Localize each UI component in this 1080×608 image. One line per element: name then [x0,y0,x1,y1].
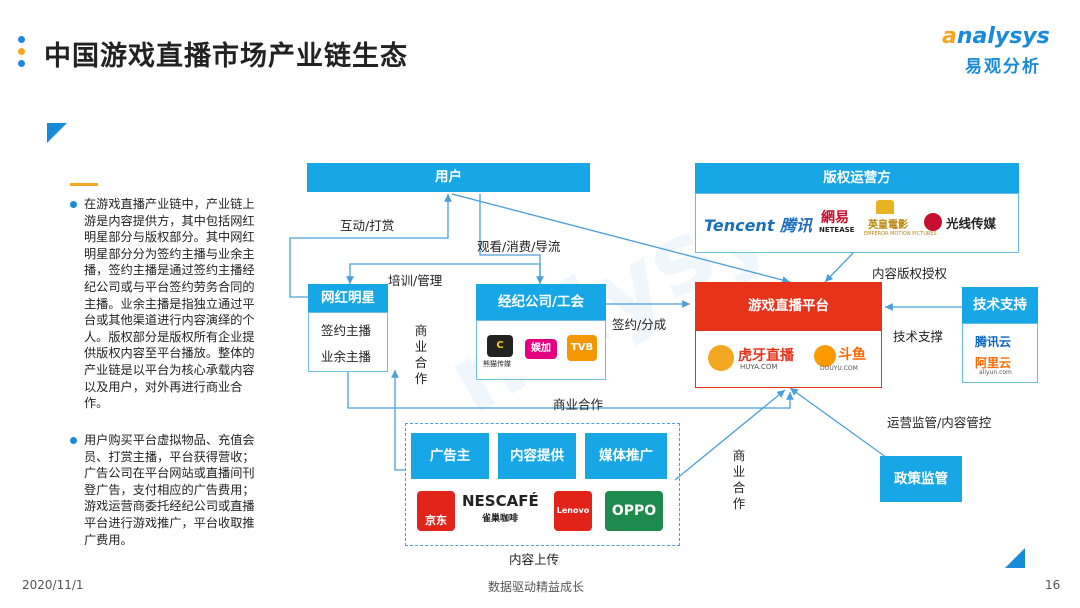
regulation-box: 政策监管 [880,456,962,502]
analysys-logo: analysys [942,24,1050,49]
label-business-coop-vertical-1: 商业合作 [414,323,428,386]
enlight-icon [924,213,942,231]
tencent-logo: Tencent 腾讯 [704,216,813,235]
tvb-logo: TVB [567,335,597,361]
paragraph-2-text: 用户购买平台虚拟物品、充值会员、打赏主播，平台获得营收；广告公司在平台网站或直播… [84,433,255,547]
footer-slogan: 数据驱动精益成长 [488,580,585,594]
page-title: 中国游戏直播市场产业链生态 [44,41,408,72]
label-interact: 互动/打赏 [340,218,395,233]
agency-logos-panel: C 熊猫传媒 娱加 TVB [476,320,606,380]
tech-logos-panel: 腾讯云 阿里云 aliyun.com [962,323,1038,383]
huya-logo: 虎牙直播 [738,348,794,364]
enlight-logo: 光线传媒 [946,216,997,231]
logo-en-text: nalysys [956,24,1050,49]
jd-logo: 京东 [417,491,455,531]
media-promotion-box: 媒体推广 [585,433,667,479]
emperor-sub: EMPEROR MOTION PICTURES [864,231,937,237]
nescafe-logo: NESCAFÉ [462,492,539,510]
content-provider-box: 内容提供 [498,433,576,479]
label-license: 内容版权授权 [872,266,948,281]
influencer-box: 网红明星 [308,284,388,312]
influencer-items-panel: 签约主播 业余主播 [308,312,388,372]
crown-icon [876,200,894,214]
paragraph-2: 用户购买平台虚拟物品、充值会员、打赏主播，平台获得营收；广告公司在平台网站或直播… [70,432,258,548]
label-upload: 内容上传 [509,552,560,567]
douyu-icon [814,345,836,367]
corner-triangle-bottom [1005,548,1025,568]
platform-logos-panel: 虎牙直播 HUYA.COM 斗鱼 DOUYU.COM [695,330,882,388]
panda-media-icon: C [487,335,513,357]
platform-box: 游戏直播平台 [695,282,882,330]
tech-support-box: 技术支持 [962,287,1038,323]
huya-sub: HUYA.COM [740,363,778,371]
aliyun-sub: aliyun.com [979,369,1012,376]
yujia-logo: 娱加 [525,339,557,359]
netease-sub: NETEASE [819,226,855,234]
amateur-streamer-label: 业余主播 [321,349,372,364]
panda-media-logo: 熊猫传媒 [483,360,511,368]
oppo-logo: OPPO [605,491,663,531]
signed-streamer-label: 签约主播 [321,323,372,338]
title-dots [18,36,26,72]
tencent-cloud-logo: 腾讯云 [975,335,1012,349]
douyu-logo: 斗鱼 [838,347,866,363]
huya-icon [708,345,734,371]
label-ops: 运营监管/内容管控 [887,415,992,430]
agency-box: 经纪公司/工会 [476,284,606,320]
bullet-icon [70,437,77,444]
footer-date: 2020/11/1 [22,578,84,592]
bullet-icon [70,201,77,208]
paragraph-1-text: 在游戏直播产业链中，产业链上游是内容提供方，其中包括网红明星部分与版权部分。其中… [84,197,255,411]
accent-bar [70,183,98,186]
paragraph-1: 在游戏直播产业链中，产业链上游是内容提供方，其中包括网红明星部分与版权部分。其中… [70,196,258,412]
nescafe-sub: 雀巢咖啡 [482,514,519,524]
corner-triangle-top [47,123,67,143]
label-training: 培训/管理 [388,273,443,288]
user-box: 用户 [307,163,590,192]
douyu-sub: DOUYU.COM [820,365,858,372]
logo-cn-text: 易观分析 [965,57,1041,77]
copyright-owner-box: 版权运营方 [695,163,1019,193]
label-sign: 签约/分成 [612,317,667,332]
label-watch: 观看/消费/导流 [477,239,561,254]
logo-prefix: a [942,24,957,49]
copyright-logos-panel: Tencent 腾讯 網易 NETEASE 英皇電影 EMPEROR MOTIO… [695,193,1019,253]
page-number: 16 [1045,578,1061,592]
label-business-coop: 商业合作 [553,397,604,412]
business-group: 广告主 内容提供 媒体推广 京东 NESCAFÉ 雀巢咖啡 Lenovo OPP… [405,423,680,546]
advertiser-box: 广告主 [411,433,489,479]
label-business-coop-vertical-2: 商业合作 [732,448,746,511]
aliyun-logo: 阿里云 [975,356,1012,370]
lenovo-logo: Lenovo [554,491,592,531]
netease-logo: 網易 [821,210,849,226]
label-tech: 技术支撑 [893,329,944,344]
emperor-logo: 英皇電影 [868,220,908,231]
